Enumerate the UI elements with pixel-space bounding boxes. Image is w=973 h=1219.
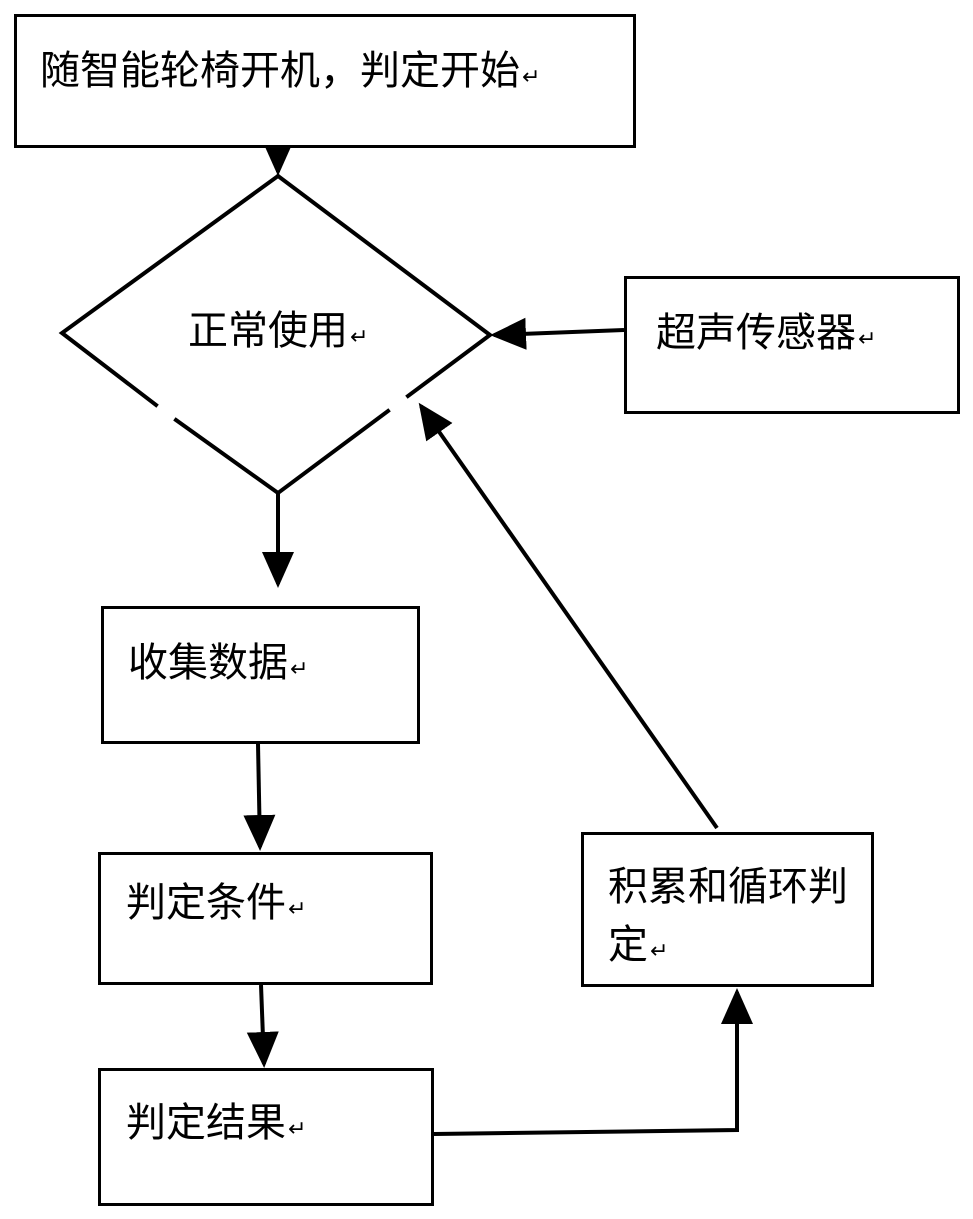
sensor-label: 超声传感器 [656, 310, 856, 356]
arrow-collect-to-condition [243, 743, 276, 851]
result-label-wrap: 判定结果↵ [126, 1094, 306, 1159]
sensor-label-wrap: 超声传感器↵ [656, 304, 876, 369]
start-label-wrap: 随智能轮椅开机，判定开始↵ [40, 42, 540, 107]
condition-box [98, 852, 433, 985]
arrow-result-to-accumulate [433, 988, 753, 1136]
accumulate-box [581, 832, 874, 987]
return-mark: ↵ [650, 939, 669, 964]
collect-label-wrap: 收集数据↵ [128, 634, 308, 699]
return-mark: ↵ [350, 325, 369, 350]
condition-label: 判定条件 [126, 880, 286, 926]
return-mark: ↵ [522, 65, 541, 90]
diamond-left-upper-edge [58, 173, 281, 408]
sensor-box [624, 276, 960, 414]
condition-label-wrap: 判定条件↵ [126, 874, 306, 939]
start-box [14, 14, 636, 148]
return-mark: ↵ [858, 327, 877, 352]
accumulate-label-wrap: 积累和循环判定↵ [608, 858, 848, 981]
start-label: 随智能轮椅开机，判定开始 [40, 48, 520, 94]
decision-label-wrap: 正常使用↵ [188, 302, 368, 367]
accumulate-label: 积累和循环判定 [608, 864, 848, 968]
return-mark: ↵ [290, 657, 309, 682]
result-box [98, 1068, 434, 1206]
diamond-right-lower-edge [275, 408, 391, 496]
result-label: 判定结果 [126, 1100, 286, 1146]
decision-diamond [58, 173, 494, 496]
collect-data-box [101, 606, 420, 744]
arrow-condition-to-result [246, 984, 279, 1068]
diamond-right-upper-edge [275, 173, 494, 399]
arrow-sensor-to-decision [490, 317, 625, 350]
collect-label: 收集数据 [128, 640, 288, 686]
return-mark: ↵ [288, 1117, 307, 1142]
diamond-left-lower-edge [173, 417, 281, 496]
arrow-accumulate-to-decision [418, 402, 719, 830]
decision-label: 正常使用 [188, 308, 348, 354]
return-mark: ↵ [288, 897, 307, 922]
